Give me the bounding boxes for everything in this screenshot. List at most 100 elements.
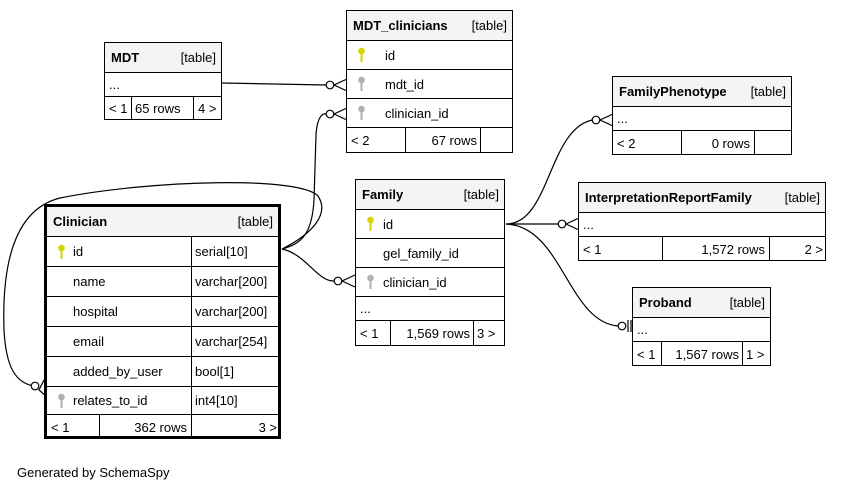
table-family[interactable]: Family [table] id gel_family_id clinicia… bbox=[355, 179, 505, 346]
prev-page[interactable]: < 1 bbox=[360, 326, 379, 341]
link-mdt-to-mdt-clinicians bbox=[221, 82, 327, 86]
column-row[interactable]: id serial[10] bbox=[47, 236, 278, 266]
next-page[interactable]: 3 > bbox=[258, 419, 277, 435]
table-type-label: [table] bbox=[180, 50, 216, 65]
row-count: 1,569 rows bbox=[406, 326, 470, 341]
crow-foot-marker bbox=[564, 217, 580, 231]
column-row[interactable]: id bbox=[347, 40, 512, 69]
column-row[interactable]: hospital varchar[200] bbox=[47, 296, 278, 326]
one-marker bbox=[627, 320, 632, 332]
column-row[interactable]: id bbox=[356, 209, 504, 238]
table-type-label: [table] bbox=[237, 214, 273, 229]
prev-page[interactable]: < 2 bbox=[351, 133, 370, 148]
optional-marker bbox=[30, 381, 40, 391]
column-name: email bbox=[73, 334, 105, 349]
row-footer: < 1 1,567 rows 1 > bbox=[633, 341, 770, 366]
link-family-to-proband bbox=[505, 223, 619, 327]
row-count: 1,572 rows bbox=[701, 241, 765, 257]
primary-key-icon bbox=[366, 210, 375, 238]
column-type: varchar[200] bbox=[195, 274, 268, 289]
link-clinician-to-family bbox=[281, 248, 335, 282]
row-footer: < 1 1,569 rows 3 > bbox=[356, 320, 504, 346]
prev-page[interactable]: < 1 bbox=[583, 241, 602, 257]
ellipsis-text: ... bbox=[109, 77, 120, 92]
next-page[interactable]: 1 > bbox=[746, 346, 765, 362]
ellipsis-text: ... bbox=[617, 111, 628, 126]
link-clinician-self bbox=[3, 182, 323, 387]
column-row[interactable]: added_by_user bool[1] bbox=[47, 356, 278, 386]
table-type-label: [table] bbox=[784, 190, 820, 205]
ellipsis-text: ... bbox=[360, 301, 371, 316]
column-name: hospital bbox=[73, 304, 118, 319]
table-header: FamilyPhenotype [table] bbox=[613, 77, 791, 106]
row-count: 67 rows bbox=[431, 133, 477, 148]
table-type-label: [table] bbox=[750, 84, 786, 99]
table-type-label: [table] bbox=[463, 187, 499, 202]
table-clinician[interactable]: Clinician [table] id serial[10] name var… bbox=[44, 204, 281, 439]
column-row[interactable]: clinician_id bbox=[347, 98, 512, 127]
next-page[interactable]: 3 > bbox=[477, 326, 496, 341]
generated-by-note: Generated by SchemaSpy bbox=[17, 465, 170, 480]
column-row[interactable]: mdt_id bbox=[347, 69, 512, 98]
table-interpretationreportfamily[interactable]: InterpretationReportFamily [table] ... <… bbox=[578, 182, 826, 261]
column-row[interactable]: relates_to_id int4[10] bbox=[47, 386, 278, 414]
table-header: MDT [table] bbox=[105, 43, 221, 72]
primary-key-icon bbox=[357, 41, 366, 69]
row-ellipsis: ... bbox=[579, 212, 825, 236]
column-row[interactable]: clinician_id bbox=[356, 267, 504, 296]
prev-page[interactable]: < 1 bbox=[637, 346, 656, 362]
link-family-to-familyphenotype bbox=[505, 119, 593, 225]
table-familyphenotype[interactable]: FamilyPhenotype [table] ... < 2 0 rows bbox=[612, 76, 792, 155]
ellipsis-text: ... bbox=[583, 217, 594, 232]
column-name: name bbox=[73, 274, 106, 289]
crow-foot-marker bbox=[598, 113, 614, 127]
crow-foot-marker bbox=[332, 107, 348, 121]
row-footer: < 2 67 rows bbox=[347, 127, 512, 153]
prev-page[interactable]: < 2 bbox=[617, 135, 636, 151]
foreign-key-icon bbox=[57, 387, 66, 414]
table-header: Proband [table] bbox=[633, 288, 770, 317]
column-name: clinician_id bbox=[383, 274, 447, 290]
column-row[interactable]: name varchar[200] bbox=[47, 266, 278, 296]
optional-marker bbox=[617, 321, 627, 331]
foreign-key-icon bbox=[366, 268, 375, 296]
table-mdt-clinicians[interactable]: MDT_clinicians [table] id mdt_id clinici… bbox=[346, 10, 513, 153]
next-page[interactable]: 2 > bbox=[804, 241, 823, 257]
table-name: Family bbox=[362, 187, 404, 202]
row-count: 362 rows bbox=[134, 419, 187, 435]
crow-foot-marker bbox=[340, 274, 356, 288]
column-type: serial[10] bbox=[195, 244, 248, 259]
row-footer: < 2 0 rows bbox=[613, 130, 791, 155]
row-ellipsis: ... bbox=[633, 317, 770, 341]
column-name: id bbox=[385, 47, 396, 63]
row-footer: < 1 65 rows 4 > bbox=[105, 96, 221, 120]
ellipsis-text: ... bbox=[637, 322, 648, 337]
foreign-key-icon bbox=[357, 70, 366, 98]
prev-page[interactable]: < 1 bbox=[51, 419, 70, 435]
row-footer: < 1 362 rows 3 > bbox=[47, 414, 278, 439]
table-type-label: [table] bbox=[471, 18, 507, 33]
next-page[interactable]: 4 > bbox=[198, 101, 217, 116]
crow-foot-marker bbox=[38, 379, 47, 397]
column-row[interactable]: gel_family_id bbox=[356, 238, 504, 267]
foreign-key-icon bbox=[357, 99, 366, 127]
column-name: id bbox=[73, 244, 84, 259]
table-proband[interactable]: Proband [table] ... < 1 1,567 rows 1 > bbox=[632, 287, 771, 366]
row-count: 65 rows bbox=[135, 101, 181, 116]
column-row[interactable]: email varchar[254] bbox=[47, 326, 278, 356]
row-footer: < 1 1,572 rows 2 > bbox=[579, 236, 825, 261]
row-ellipsis: ... bbox=[356, 296, 504, 320]
column-name: added_by_user bbox=[73, 364, 163, 379]
column-name: gel_family_id bbox=[383, 245, 459, 261]
table-header: InterpretationReportFamily [table] bbox=[579, 183, 825, 212]
row-count: 0 rows bbox=[711, 135, 750, 151]
table-name: Proband bbox=[639, 295, 692, 310]
table-type-label: [table] bbox=[729, 295, 765, 310]
row-ellipsis: ... bbox=[105, 72, 221, 96]
prev-page[interactable]: < 1 bbox=[109, 101, 128, 116]
table-header: MDT_clinicians [table] bbox=[347, 11, 512, 40]
column-type: int4[10] bbox=[195, 393, 238, 408]
table-mdt[interactable]: MDT [table] ... < 1 65 rows 4 > bbox=[104, 42, 222, 120]
column-name: relates_to_id bbox=[73, 393, 148, 408]
